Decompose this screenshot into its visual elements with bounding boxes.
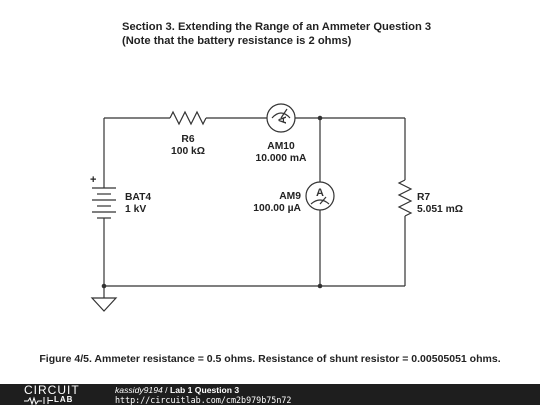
header-note: (Note that the battery resistance is 2 o… — [122, 35, 352, 47]
author-link[interactable]: kassidy9194 — [115, 385, 163, 395]
r7-value: 5.051 mΩ — [417, 204, 464, 215]
junction-ground — [101, 283, 107, 289]
junction-bottom — [317, 283, 323, 289]
bat4-label: BAT4 1 kV — [125, 192, 151, 216]
footer-bar: CIRCUIT LAB kassidy9194 / Lab 1 Question… — [0, 384, 540, 405]
bat4-name: BAT4 — [125, 192, 152, 203]
am9-value: 100.00 µA — [253, 203, 301, 214]
circuit-url-link[interactable]: http://circuitlab.com/cm2b979b75n72 — [115, 395, 292, 405]
r6-value: 100 kΩ — [170, 146, 206, 157]
r7-name: R7 — [417, 192, 431, 203]
am10-name: AM10 — [267, 141, 295, 152]
logo-text-lab: LAB — [54, 395, 74, 404]
battery-plus-sign: + — [90, 174, 97, 186]
circuit-meta: kassidy9194 / Lab 1 Question 3 http://ci… — [115, 385, 291, 405]
ground-icon — [90, 297, 118, 312]
page-header: Section 3. Extending the Range of an Amm… — [122, 20, 431, 48]
logo-text-circuit: CIRCUIT — [24, 383, 80, 397]
resistor-r7-icon — [397, 179, 413, 217]
am9-label: AM9 100.00 µA — [240, 191, 301, 215]
r6-label: R6 100 kΩ — [160, 134, 216, 158]
junction-top — [317, 115, 323, 121]
am10-glyph: A — [277, 116, 289, 124]
circuit-title[interactable]: Lab 1 Question 3 — [169, 385, 240, 395]
logo-wave-icon — [24, 396, 53, 405]
bat4-value: 1 kV — [125, 204, 147, 215]
r6-name: R6 — [181, 134, 195, 145]
circuitlab-logo[interactable]: CIRCUIT LAB — [24, 384, 104, 405]
am9-glyph: A — [316, 187, 324, 199]
figure-caption: Figure 4/5. Ammeter resistance = 0.5 ohm… — [39, 353, 501, 365]
meta-separator: / — [162, 385, 170, 395]
r7-label: R7 5.051 mΩ — [417, 192, 463, 216]
am10-label: AM10 10.000 mA — [251, 141, 311, 165]
resistor-r6-icon — [169, 110, 207, 126]
am9-name: AM9 — [279, 191, 301, 202]
header-title: Section 3. Extending the Range of an Amm… — [122, 21, 432, 33]
am10-value: 10.000 mA — [255, 153, 307, 164]
battery-bat4-icon — [92, 187, 116, 219]
